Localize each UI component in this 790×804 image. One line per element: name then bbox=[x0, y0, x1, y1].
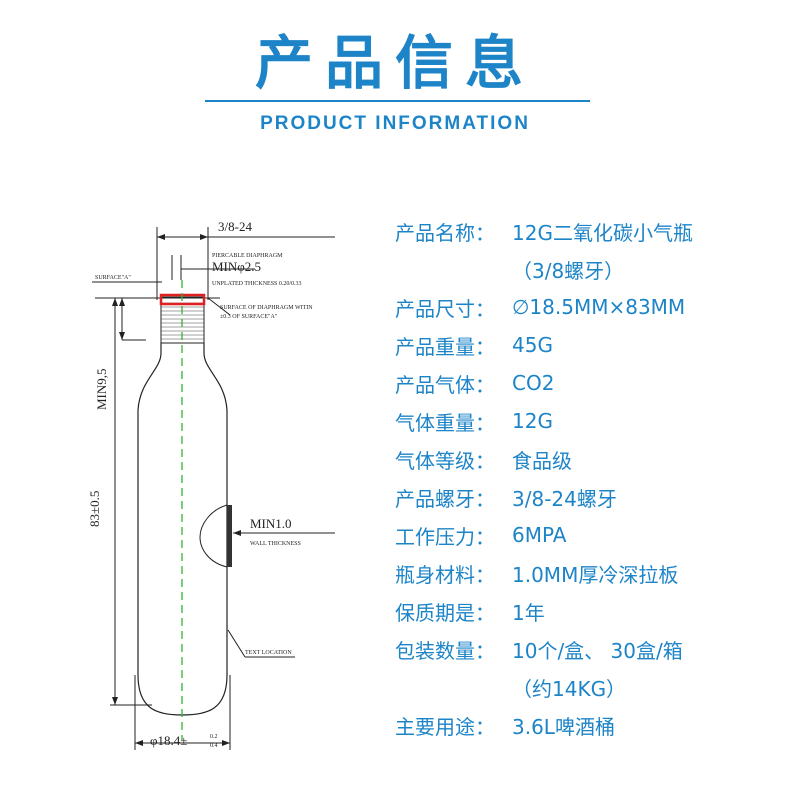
spec-row-gas-weight: 气体重量： 12G bbox=[395, 402, 785, 440]
surface-a-label: SURFACE"A" bbox=[95, 275, 131, 281]
spec-row-usage: 主要用途： 3.6L啤酒桶 bbox=[395, 706, 785, 744]
spec-value: 12G二氧化碳小气瓶 bbox=[512, 220, 693, 245]
spec-label: 工作压力： bbox=[395, 524, 495, 549]
min-diameter-label: MINφ2.5 bbox=[212, 259, 261, 274]
wall-min-label: MIN1.0 bbox=[250, 516, 292, 531]
spec-list: 产品名称： 12G二氧化碳小气瓶 （3/8螺牙） 产品尺寸： ∅18.5MM×83M… bbox=[395, 212, 785, 744]
wall-section-fill bbox=[227, 505, 232, 567]
spec-row-gas: 产品气体： CO2 bbox=[395, 364, 785, 402]
text-location-label: TEXT LOCATION bbox=[245, 650, 292, 656]
dim-line bbox=[227, 629, 246, 658]
spec-value: （3/8螺牙） bbox=[512, 258, 625, 283]
spec-label: 保质期是： bbox=[395, 600, 495, 625]
diaphragm-label: PIERCABLE DIAPHRAGM bbox=[212, 253, 283, 259]
spec-row-shelf-life: 保质期是： 1年 bbox=[395, 592, 785, 630]
spec-value: 6MPA bbox=[512, 523, 567, 547]
wall-thickness-label: WALL THICKNESS bbox=[250, 541, 301, 547]
spec-label: 产品气体： bbox=[395, 372, 495, 397]
diameter-label: φ18.4± bbox=[150, 733, 187, 748]
spec-value: 45G bbox=[512, 333, 553, 357]
spec-row-thread: 产品螺牙： 3/8-24螺牙 bbox=[395, 478, 785, 516]
spec-label: 产品尺寸： bbox=[395, 296, 495, 321]
page-title: 产品信息 bbox=[254, 29, 535, 97]
spec-label: 产品名称： bbox=[395, 220, 495, 245]
spec-row-name-cont: （3/8螺牙） bbox=[395, 250, 785, 288]
spec-row-packing-cont: （约14KG） bbox=[395, 668, 785, 706]
spec-label: 气体等级： bbox=[395, 448, 495, 473]
spec-value: 12G bbox=[512, 409, 553, 433]
spec-value: 1.0MM厚冷深拉板 bbox=[512, 562, 679, 587]
spec-label: 气体重量： bbox=[395, 410, 495, 435]
spec-value: 食品级 bbox=[512, 448, 572, 473]
spec-row-gas-grade: 气体等级： 食品级 bbox=[395, 440, 785, 478]
spec-row-weight: 产品重量： 45G bbox=[395, 326, 785, 364]
page-subtitle: PRODUCT INFORMATION bbox=[260, 113, 530, 134]
spec-value: （约14KG） bbox=[512, 676, 627, 701]
wall-section bbox=[199, 504, 228, 568]
spec-value: ∅18.5MM×83MM bbox=[512, 295, 686, 319]
spec-row-size: 产品尺寸： ∅18.5MM×83MM bbox=[395, 288, 785, 326]
unplated-label: UNPLATED THICKNESS 0.20/0.33 bbox=[212, 281, 302, 287]
spec-value: 1年 bbox=[512, 600, 545, 625]
diameter-tol-lower: 0.4 bbox=[210, 743, 218, 749]
length-label: 83±0.5 bbox=[90, 491, 102, 527]
spec-value: 3/8-24螺牙 bbox=[512, 486, 617, 511]
spec-value: 10个/盒、 30盒/箱 bbox=[512, 638, 683, 663]
thread-dim-label: 3/8-24 bbox=[218, 219, 252, 234]
spec-row-material: 瓶身材料： 1.0MM厚冷深拉板 bbox=[395, 554, 785, 592]
spec-row-packing: 包装数量： 10个/盒、 30盒/箱 bbox=[395, 630, 785, 668]
spec-label: 产品螺牙： bbox=[395, 486, 495, 511]
spec-label: 包装数量： bbox=[395, 638, 495, 663]
title-underline bbox=[205, 100, 590, 102]
spec-label: 主要用途： bbox=[395, 714, 495, 739]
spec-value: CO2 bbox=[512, 371, 555, 395]
spec-label: 产品重量： bbox=[395, 334, 495, 359]
cylinder-technical-drawing: 3/8-24 PIERCABLE DIAPHRAGM MINφ2.5 UNPLA… bbox=[90, 219, 335, 750]
dim-arrows bbox=[112, 234, 241, 746]
spec-row-name: 产品名称： 12G二氧化碳小气瓶 bbox=[395, 212, 785, 250]
diameter-tol-upper: 0.2 bbox=[210, 734, 218, 740]
spec-label: 瓶身材料： bbox=[395, 562, 495, 587]
dim-line bbox=[207, 297, 231, 316]
surface-note-2: ±0.3 OF SURFACE"A" bbox=[220, 314, 278, 320]
min-height-label: MIN9,5 bbox=[94, 368, 109, 410]
spec-value: 3.6L啤酒桶 bbox=[512, 714, 615, 739]
spec-row-pressure: 工作压力： 6MPA bbox=[395, 516, 785, 554]
surface-note-1: SURFACE OF DIAPHRAGM WITIN bbox=[220, 305, 313, 311]
